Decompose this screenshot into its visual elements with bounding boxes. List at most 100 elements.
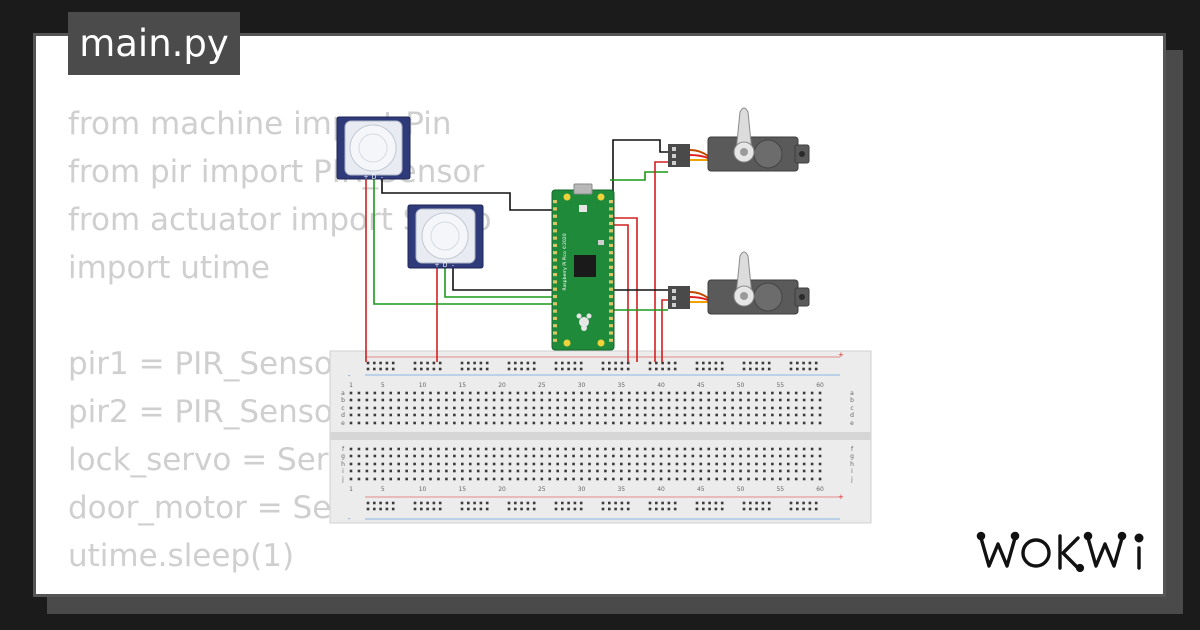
breadboard-hole [620,454,623,458]
breadboard-hole [485,361,489,365]
breadboard-hole [476,447,480,451]
pir-sensor-1[interactable]: + D - [336,116,411,181]
breadboard-hole [620,447,623,451]
breadboard-hole [468,477,472,481]
breadboard-hole [818,406,822,410]
column-number: 30 [578,486,586,493]
breadboard-hole [438,367,442,371]
breadboard-hole [467,507,470,511]
breadboard-hole [667,391,671,395]
breadboard-hole [683,447,687,451]
breadboard-hole [731,421,734,425]
breadboard-hole [413,391,416,395]
breadboard-hole [626,367,630,371]
breadboard-hole [749,361,752,365]
breadboard-hole [683,406,687,410]
pico-pin [553,243,557,247]
breadboard-hole [573,367,577,371]
breadboard-hole [580,469,583,473]
breadboard-hole [699,462,703,466]
breadboard-hole [691,406,695,410]
breadboard-hole [500,462,504,466]
breadboard-hole [357,391,361,395]
breadboard-hole [796,501,799,505]
breadboard-hole [357,454,361,458]
breadboard-hole [789,507,793,511]
breadboard-hole [484,406,488,410]
raspberry-pi-pico[interactable]: Raspberry Pi Pico ©2020 [551,183,615,351]
breadboard-hole [514,507,517,511]
breadboard-hole [405,391,408,395]
rail-minus-label: - [348,372,351,380]
breadboard-hole [683,454,687,458]
breadboard-hole [779,447,782,451]
breadboard-hole [771,462,774,466]
breadboard-hole [810,447,814,451]
breadboard-hole [802,391,806,395]
breadboard-hole [453,391,456,395]
column-number: 55 [776,382,784,389]
breadboard-hole [445,462,448,466]
breadboard-hole [715,469,718,473]
breadboard-hole [802,406,806,410]
breadboard-hole [651,413,655,417]
pir-sensor-2[interactable]: + D - [407,204,484,269]
breadboard-hole [373,391,377,395]
column-number: 15 [458,382,466,389]
breadboard-hole [500,413,504,417]
pico-pin [553,331,557,335]
breadboard-hole [604,477,607,481]
pico-pin [553,214,557,218]
breadboard-hole [564,398,567,402]
breadboard-hole [643,398,647,402]
breadboard-hole [667,469,671,473]
breadboard-hole [413,398,416,402]
breadboard-hole [620,421,623,425]
breadboard-hole [707,391,711,395]
breadboard-hole [659,413,663,417]
breadboard-hole [540,391,544,395]
breadboard-hole [429,454,432,458]
breadboard-hole [445,477,448,481]
breadboard-hole [429,398,432,402]
breadboard-hole [786,406,790,410]
breadboard-hole [507,361,511,365]
breadboard-hole [461,462,464,466]
wire-red-servo2-vcc [661,299,668,362]
pico-pin [553,280,557,284]
breadboard-hole [429,469,432,473]
servo-motor-1[interactable] [668,107,810,172]
breadboard-hole [763,447,766,451]
breadboard-hole [476,454,480,458]
pico-pin [553,251,557,255]
breadboard-hole [786,398,790,402]
wokwi-logo [976,531,1144,573]
breadboard-hole [731,454,734,458]
breadboard-hole [715,406,718,410]
breadboard-hole [673,367,677,371]
breadboard-hole [476,406,480,410]
breadboard-hole [763,406,766,410]
breadboard-hole [389,447,393,451]
breadboard-hole [468,406,472,410]
breadboard-hole [572,469,575,473]
breadboard-hole [612,398,615,402]
mount-hole [563,193,571,201]
breadboard-hole [580,462,583,466]
breadboard-hole [767,501,771,505]
breadboard-hole [479,507,483,511]
breadboard-hole [675,469,679,473]
breadboard-hole [755,501,758,505]
breadboard-hole [739,391,742,395]
breadboard-hole [540,398,544,402]
breadboard-hole [564,413,567,417]
breadboard-hole [524,391,528,395]
servo-motor-2[interactable] [668,251,810,315]
rp2040-chip [574,255,596,277]
pico-pin [553,338,557,342]
breadboard-hole [381,454,385,458]
breadboard-hole [389,454,393,458]
file-tab-main-py[interactable]: main.py [68,12,240,75]
